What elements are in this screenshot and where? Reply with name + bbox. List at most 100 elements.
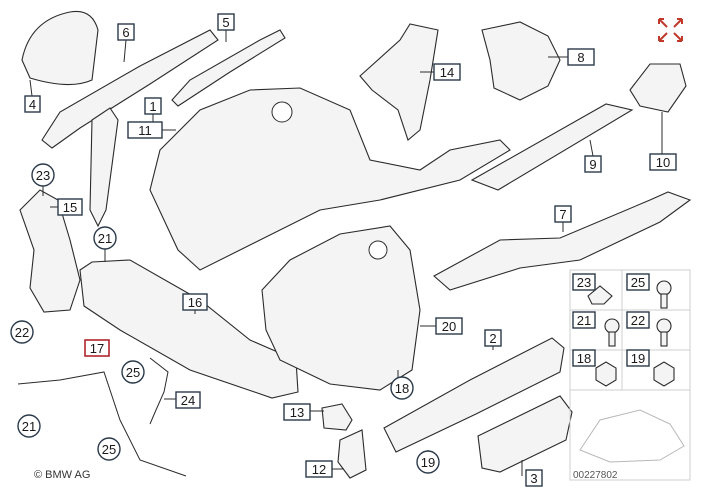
part-12-shape — [337, 429, 367, 479]
fastener-screw-icon — [656, 280, 672, 309]
svg-text:15: 15 — [63, 200, 77, 215]
part-24-shape — [149, 357, 169, 425]
svg-text:22: 22 — [15, 325, 29, 340]
fastener-grid — [569, 269, 691, 391]
svg-text:7: 7 — [559, 207, 566, 222]
part-9-shape — [470, 103, 634, 191]
part-4-shape — [21, 10, 99, 86]
car-outline-icon — [569, 389, 691, 481]
label-1: 1 — [144, 97, 162, 115]
label-12: 12 — [305, 460, 333, 478]
part-1-hole — [271, 101, 293, 123]
part-7-shape — [433, 191, 692, 291]
label-25-circle-mid: 25 — [121, 360, 145, 384]
fastener-screw-icon-3 — [656, 318, 672, 347]
svg-text:19: 19 — [421, 455, 435, 470]
part-14-shape — [359, 23, 439, 141]
label-9: 9 — [584, 155, 602, 173]
svg-text:25: 25 — [102, 442, 116, 457]
label-15: 15 — [57, 198, 83, 216]
label-16: 16 — [182, 293, 208, 311]
label-6: 6 — [117, 23, 135, 41]
svg-text:16: 16 — [188, 295, 202, 310]
svg-text:1: 1 — [149, 99, 156, 114]
label-23-circle: 23 — [31, 163, 55, 187]
svg-text:19: 19 — [631, 351, 645, 366]
svg-text:3: 3 — [530, 471, 537, 486]
svg-text:18: 18 — [577, 351, 591, 366]
svg-text:5: 5 — [222, 15, 229, 30]
svg-text:10: 10 — [656, 155, 670, 170]
svg-text:18: 18 — [395, 381, 409, 396]
label-2: 2 — [484, 329, 502, 347]
svg-text:4: 4 — [29, 97, 36, 112]
svg-text:9: 9 — [589, 157, 596, 172]
part-1-shape — [149, 87, 511, 271]
label-13: 13 — [283, 403, 311, 421]
label-18-grid: 18 — [572, 349, 596, 367]
svg-text:2: 2 — [489, 331, 496, 346]
part-10-shape — [629, 63, 687, 113]
part-8-shape — [481, 21, 561, 101]
svg-text:14: 14 — [440, 65, 454, 80]
svg-text:20: 20 — [442, 319, 456, 334]
expand-icon[interactable] — [658, 18, 683, 42]
label-8: 8 — [567, 48, 595, 66]
fastener-clip-icon — [587, 285, 613, 305]
part-2-shape — [383, 337, 565, 453]
label-19-grid: 19 — [626, 349, 650, 367]
svg-text:22: 22 — [631, 313, 645, 328]
label-21-circle-bottom: 21 — [17, 414, 41, 438]
part-21-upright-shape — [89, 107, 119, 228]
part-13-shape — [321, 403, 353, 431]
svg-text:21: 21 — [98, 231, 112, 246]
label-21-grid: 21 — [572, 311, 596, 329]
svg-text:25: 25 — [631, 275, 645, 290]
svg-text:23: 23 — [36, 168, 50, 183]
fastener-screw-icon-2 — [604, 318, 620, 347]
label-24: 24 — [175, 391, 201, 409]
label-17: 17 — [84, 339, 110, 357]
label-5: 5 — [217, 13, 235, 31]
part-20-hole — [368, 240, 388, 260]
part-strap-shape — [17, 371, 187, 477]
label-20: 20 — [435, 317, 463, 335]
svg-text:21: 21 — [577, 313, 591, 328]
label-4: 4 — [24, 95, 41, 113]
label-22-grid: 22 — [626, 311, 650, 329]
label-11: 11 — [127, 121, 163, 139]
label-21-circle-top: 21 — [93, 226, 117, 250]
part-16-shape — [79, 259, 299, 399]
label-25-grid: 25 — [626, 273, 650, 291]
svg-text:24: 24 — [181, 393, 195, 408]
label-22-circle: 22 — [10, 320, 34, 344]
fastener-nut-icon-2 — [653, 361, 675, 387]
label-18-circle: 18 — [390, 376, 414, 400]
copyright-text: © BMW AG — [34, 469, 90, 481]
svg-text:12: 12 — [312, 462, 326, 477]
label-19-circle: 19 — [416, 450, 440, 474]
svg-text:17: 17 — [90, 341, 104, 356]
part-15-shape — [19, 189, 81, 313]
svg-text:11: 11 — [138, 123, 152, 138]
label-23-grid: 23 — [572, 273, 596, 291]
label-10: 10 — [649, 153, 677, 171]
label-3: 3 — [525, 469, 543, 487]
svg-text:6: 6 — [122, 25, 129, 40]
part-5-shape — [171, 29, 286, 107]
part-6-shape — [41, 29, 219, 149]
part-3-shape — [477, 395, 573, 473]
fastener-nut-icon — [595, 361, 617, 387]
part-20-shape — [261, 225, 421, 391]
label-25-circle-bottom: 25 — [97, 437, 121, 461]
catalog-number: 00227802 — [573, 470, 618, 481]
svg-text:21: 21 — [22, 419, 36, 434]
svg-text:25: 25 — [126, 365, 140, 380]
svg-text:8: 8 — [577, 50, 584, 65]
label-7: 7 — [554, 205, 572, 223]
svg-text:23: 23 — [577, 275, 591, 290]
label-14: 14 — [433, 63, 461, 81]
svg-text:13: 13 — [290, 405, 304, 420]
